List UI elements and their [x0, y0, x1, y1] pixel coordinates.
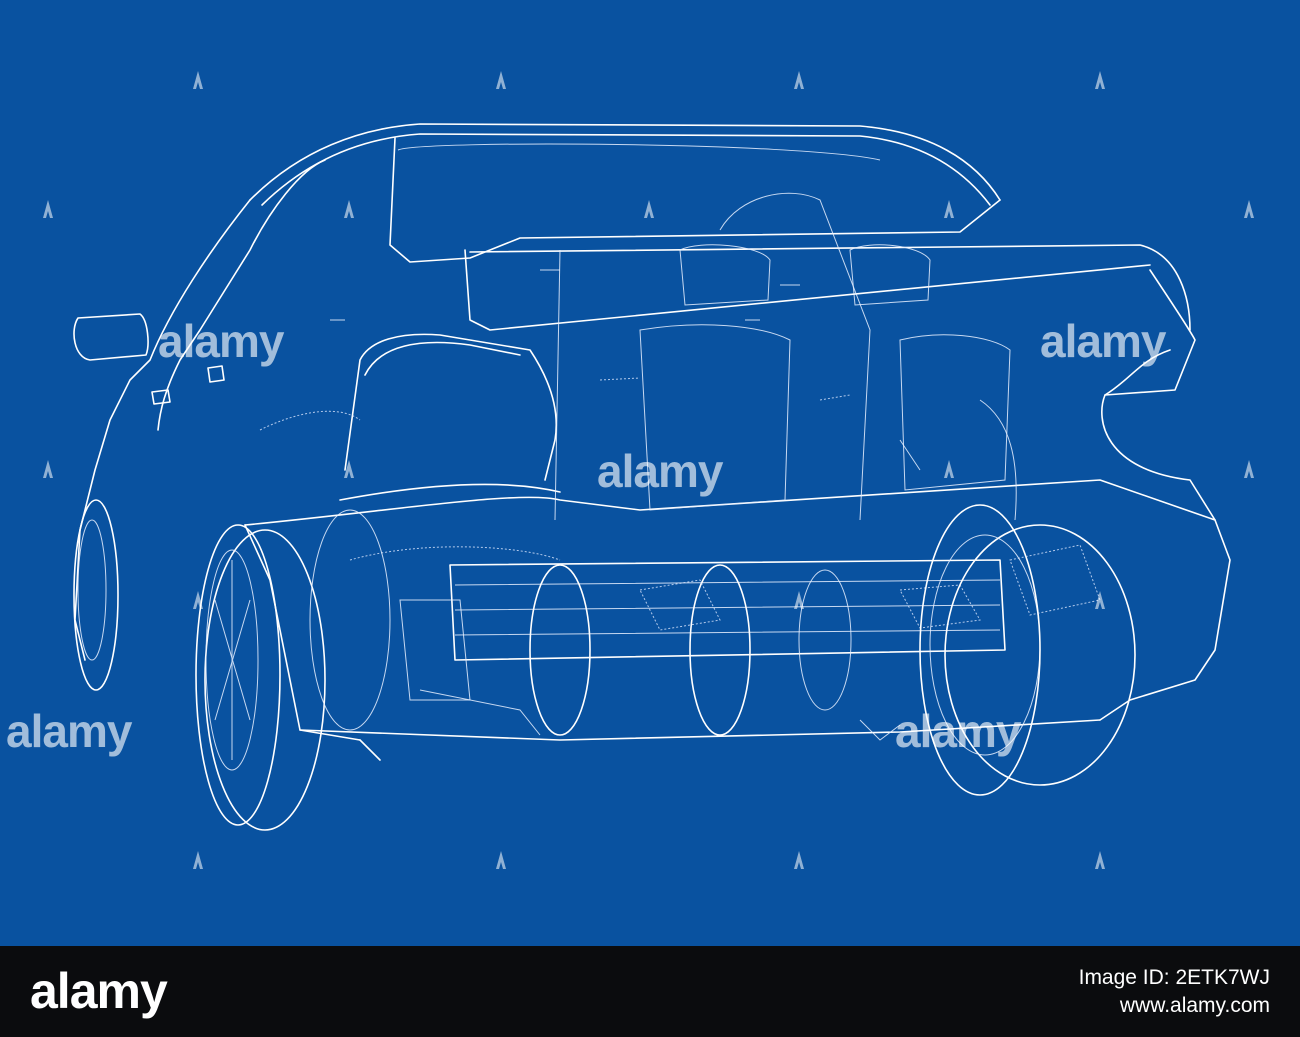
alamy-a-icon	[794, 851, 804, 869]
alamy-a-icon	[43, 460, 53, 478]
alamy-a-icon	[944, 460, 954, 478]
alamy-a-icon	[794, 71, 804, 89]
alamy-a-icon	[43, 200, 53, 218]
blueprint-illustration: alamy alamy alamy alamy alamy	[0, 0, 1300, 946]
alamy-a-icon	[1095, 591, 1105, 609]
alamy-a-icon	[644, 200, 654, 218]
watermark-text: alamy	[597, 445, 723, 497]
image-id-text: Image ID: 2ETK7WJ	[1078, 966, 1270, 989]
alamy-a-icon	[944, 200, 954, 218]
stock-footer-bar: alamy Image ID: 2ETK7WJ www.alamy.com	[0, 946, 1300, 1037]
image-credit: Image ID: 2ETK7WJ www.alamy.com	[1079, 964, 1270, 1020]
alamy-a-icon	[1244, 460, 1254, 478]
alamy-a-icon	[193, 71, 203, 89]
alamy-a-icon	[1095, 851, 1105, 869]
alamy-a-icon	[1095, 71, 1105, 89]
alamy-a-icon	[496, 851, 506, 869]
car-wireframe-drawing	[73, 123, 1231, 831]
alamy-a-icon	[193, 851, 203, 869]
alamy-a-icon	[344, 200, 354, 218]
alamy-logo: alamy	[30, 963, 168, 1019]
watermark-text: alamy	[6, 705, 132, 757]
alamy-a-icon	[794, 591, 804, 609]
alamy-a-icon	[496, 71, 506, 89]
watermark-text: alamy	[1040, 315, 1166, 367]
watermark-text: alamy	[158, 315, 284, 367]
alamy-a-icon	[193, 591, 203, 609]
alamy-a-icon	[1244, 200, 1254, 218]
site-url-text: www.alamy.com	[1119, 994, 1270, 1017]
alamy-a-icon	[344, 460, 354, 478]
watermark-text: alamy	[895, 705, 1021, 757]
